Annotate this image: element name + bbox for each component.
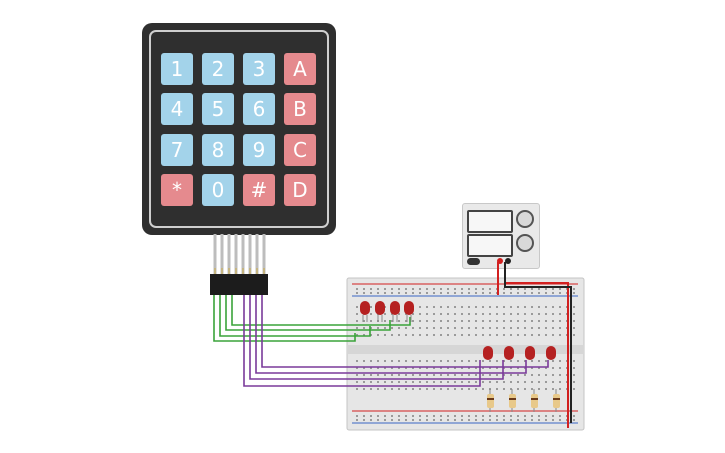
green-wire-4[interactable] [231, 295, 411, 326]
led-5[interactable] [483, 346, 493, 360]
key-2[interactable]: 2 [202, 53, 234, 85]
negative-terminal[interactable] [505, 258, 511, 264]
led-2[interactable] [375, 301, 385, 322]
key-5[interactable]: 5 [202, 93, 234, 125]
key-9[interactable]: 9 [243, 134, 275, 166]
key-1[interactable]: 1 [161, 53, 193, 85]
power-wire-black[interactable] [504, 262, 572, 423]
voltage-display [467, 210, 513, 233]
key-a[interactable]: A [284, 53, 316, 85]
keypad-frame [149, 30, 329, 228]
voltage-knob[interactable] [516, 210, 534, 228]
breadboard-center-channel [347, 345, 584, 354]
keypad-ribbon [210, 234, 268, 295]
key-b[interactable]: B [284, 93, 316, 125]
key-0[interactable]: 0 [202, 174, 234, 206]
keypad-connector[interactable] [210, 274, 268, 295]
current-display [467, 234, 513, 257]
green-wire-1[interactable] [213, 295, 356, 342]
led-3[interactable] [390, 301, 400, 322]
resistor-3[interactable] [531, 389, 538, 412]
keypad-4x4[interactable]: 1 2 3 A 4 5 6 B 7 8 9 C * 0 # D [142, 23, 336, 235]
led-4[interactable] [404, 301, 414, 322]
key-c[interactable]: C [284, 134, 316, 166]
resistor-1[interactable] [487, 389, 494, 412]
led-1[interactable] [360, 301, 370, 322]
led-8[interactable] [546, 346, 556, 360]
resistor-4[interactable] [553, 389, 560, 412]
key-4[interactable]: 4 [161, 93, 193, 125]
breadboard[interactable] [346, 277, 585, 431]
resistor-2[interactable] [509, 389, 516, 412]
purple-wire-2[interactable] [249, 295, 504, 380]
key-8[interactable]: 8 [202, 134, 234, 166]
positive-terminal[interactable] [497, 258, 503, 264]
green-wire-2[interactable] [219, 295, 371, 337]
power-switch[interactable] [467, 258, 480, 265]
current-knob[interactable] [516, 234, 534, 252]
key-3[interactable]: 3 [243, 53, 275, 85]
led-6[interactable] [504, 346, 514, 360]
key-hash[interactable]: # [243, 174, 275, 206]
key-d[interactable]: D [284, 174, 316, 206]
power-supply[interactable] [462, 203, 540, 269]
key-6[interactable]: 6 [243, 93, 275, 125]
led-7[interactable] [525, 346, 535, 360]
key-star[interactable]: * [161, 174, 193, 206]
key-7[interactable]: 7 [161, 134, 193, 166]
purple-wire-4[interactable] [261, 295, 549, 368]
